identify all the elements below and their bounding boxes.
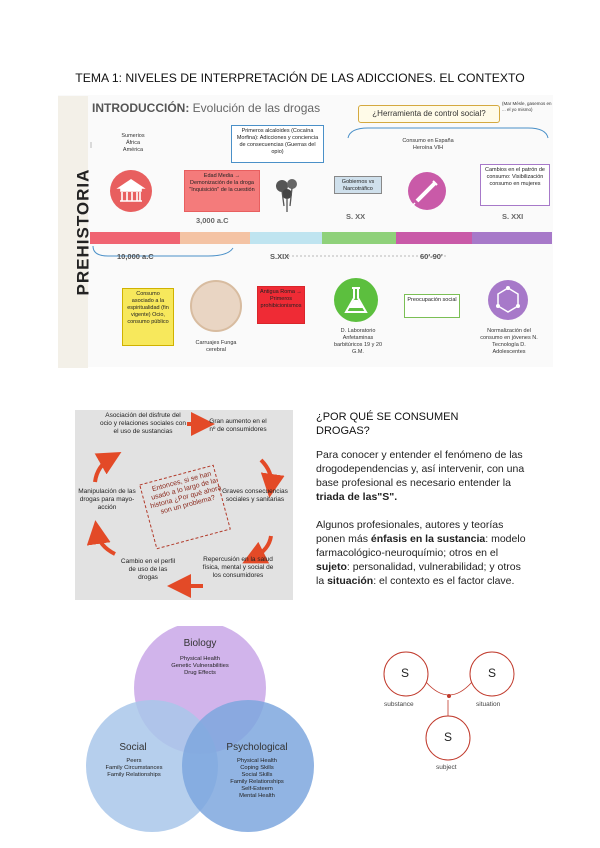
cycle-repercusion: Repercusión en la salud física, mental y… [202,556,274,579]
triad-situation-label: situation [476,701,501,708]
date-3000: 3,000 a.C [196,216,229,225]
temple-glyph [116,179,146,202]
date-sxxi: S. XXI [502,212,524,221]
top-brackets [90,127,549,148]
timeline-bar-seg-6 [472,232,552,244]
coin-icon [190,280,242,332]
date-6090: 60'-90' [420,252,443,261]
carruajes-text: Carruajes Funga cerebral [195,340,237,353]
triad-s-subject: S [444,730,453,744]
molecule-icon [488,280,528,320]
cycle-graves: Graves consecuencias sociales y sanitari… [222,488,288,503]
venn-social-title: Social [119,742,147,753]
venn-diagram [86,626,314,832]
normalizacion-text: Normalización del consumo en jóvenes N. … [480,328,538,355]
triad-s-situation: S [488,666,497,680]
page-title: TEMA 1: NIVELES DE INTERPRETACIÓN DE LAS… [75,71,525,85]
laboratorio-text: D. Laboratorio Anfetaminas barbitúricos … [334,328,382,355]
gobiernos-box: Gobiernos vs Narcotráfico [334,176,382,194]
date-sxix: S.XIX [270,252,290,261]
triad-s-substance: S [401,666,410,680]
flask-icon [334,278,378,322]
why-paragraph-1: Para conocer y entender el fenómeno de l… [316,449,525,503]
timeline-bar-seg-1 [90,232,180,244]
why-paragraph-2: Algunos profesionales, autores y teorías… [316,519,526,587]
cambios-box: Cambios en el patrón de consumo: Visibil… [480,164,550,206]
venn-social-items: Peers Family Circumstances Family Relati… [105,758,163,778]
date-sxx: S. XX [346,212,366,221]
antigua-roma-box: Antigua Roma → Primeros prohibicionismos [257,286,305,324]
timeline-bar-seg-4 [322,232,396,244]
timeline-bar-seg-5 [396,232,472,244]
preocupacion-box: Preocupación social [404,294,460,318]
venn-biology-title: Biology [183,638,217,649]
corner-note: (Mar Mésle, gasemos en ... el yo mismo) [502,101,552,112]
why-heading: ¿POR QUÉ SE CONSUMEN DROGAS? [316,411,459,437]
triad-substance-label: substance [384,701,414,708]
sumerios-text: Sumerios África América [121,133,145,153]
bottom-brackets [92,245,448,257]
cycle-gran-aumento: Gran aumento en el nº de consumidores [209,418,267,433]
primeros-alcaloides-box: Primeros alcaloides (Cocaína Morfina): A… [231,125,324,163]
consumo-espiritualidad-box: Consumo asociado a la espiritualidad (fi… [122,288,174,346]
venn-psychological-title: Psychological [226,742,288,753]
cycle-cambio: Cambio en el perfil de uso de las drogas [120,558,176,581]
triad-subject-label: subject [436,764,457,771]
syringe-icon [408,172,446,210]
cycle-arrows [86,412,285,598]
timeline-bar-seg-2 [180,232,250,244]
herramienta-box: ¿Herramienta de control social? [358,105,500,123]
edad-media-box: Edad Media → Demonización de la droga "I… [184,170,260,212]
flower-icon [272,176,302,212]
cycle-manipulacion: Manipulación de las drogas para mayo-acc… [78,488,136,511]
triad-diagram [383,651,515,761]
timeline-intro: INTRODUCCIÓN: Evolución de las drogas [92,101,321,115]
cycle-asociacion: Asociación del disfrute del ocio y relac… [100,412,186,435]
timeline-bar-seg-3 [250,232,322,244]
venn-psychological-items: Physical Health Coping Skills Social Ski… [230,758,284,799]
consumo-espana-text: Consumo en España Heroína VIH [402,138,454,151]
timeline-side-strip [58,96,88,368]
date-10000: 10,000 a.C [117,252,154,261]
venn-biology-items: Physical Health Genetic Vulnerabilities … [171,656,229,676]
